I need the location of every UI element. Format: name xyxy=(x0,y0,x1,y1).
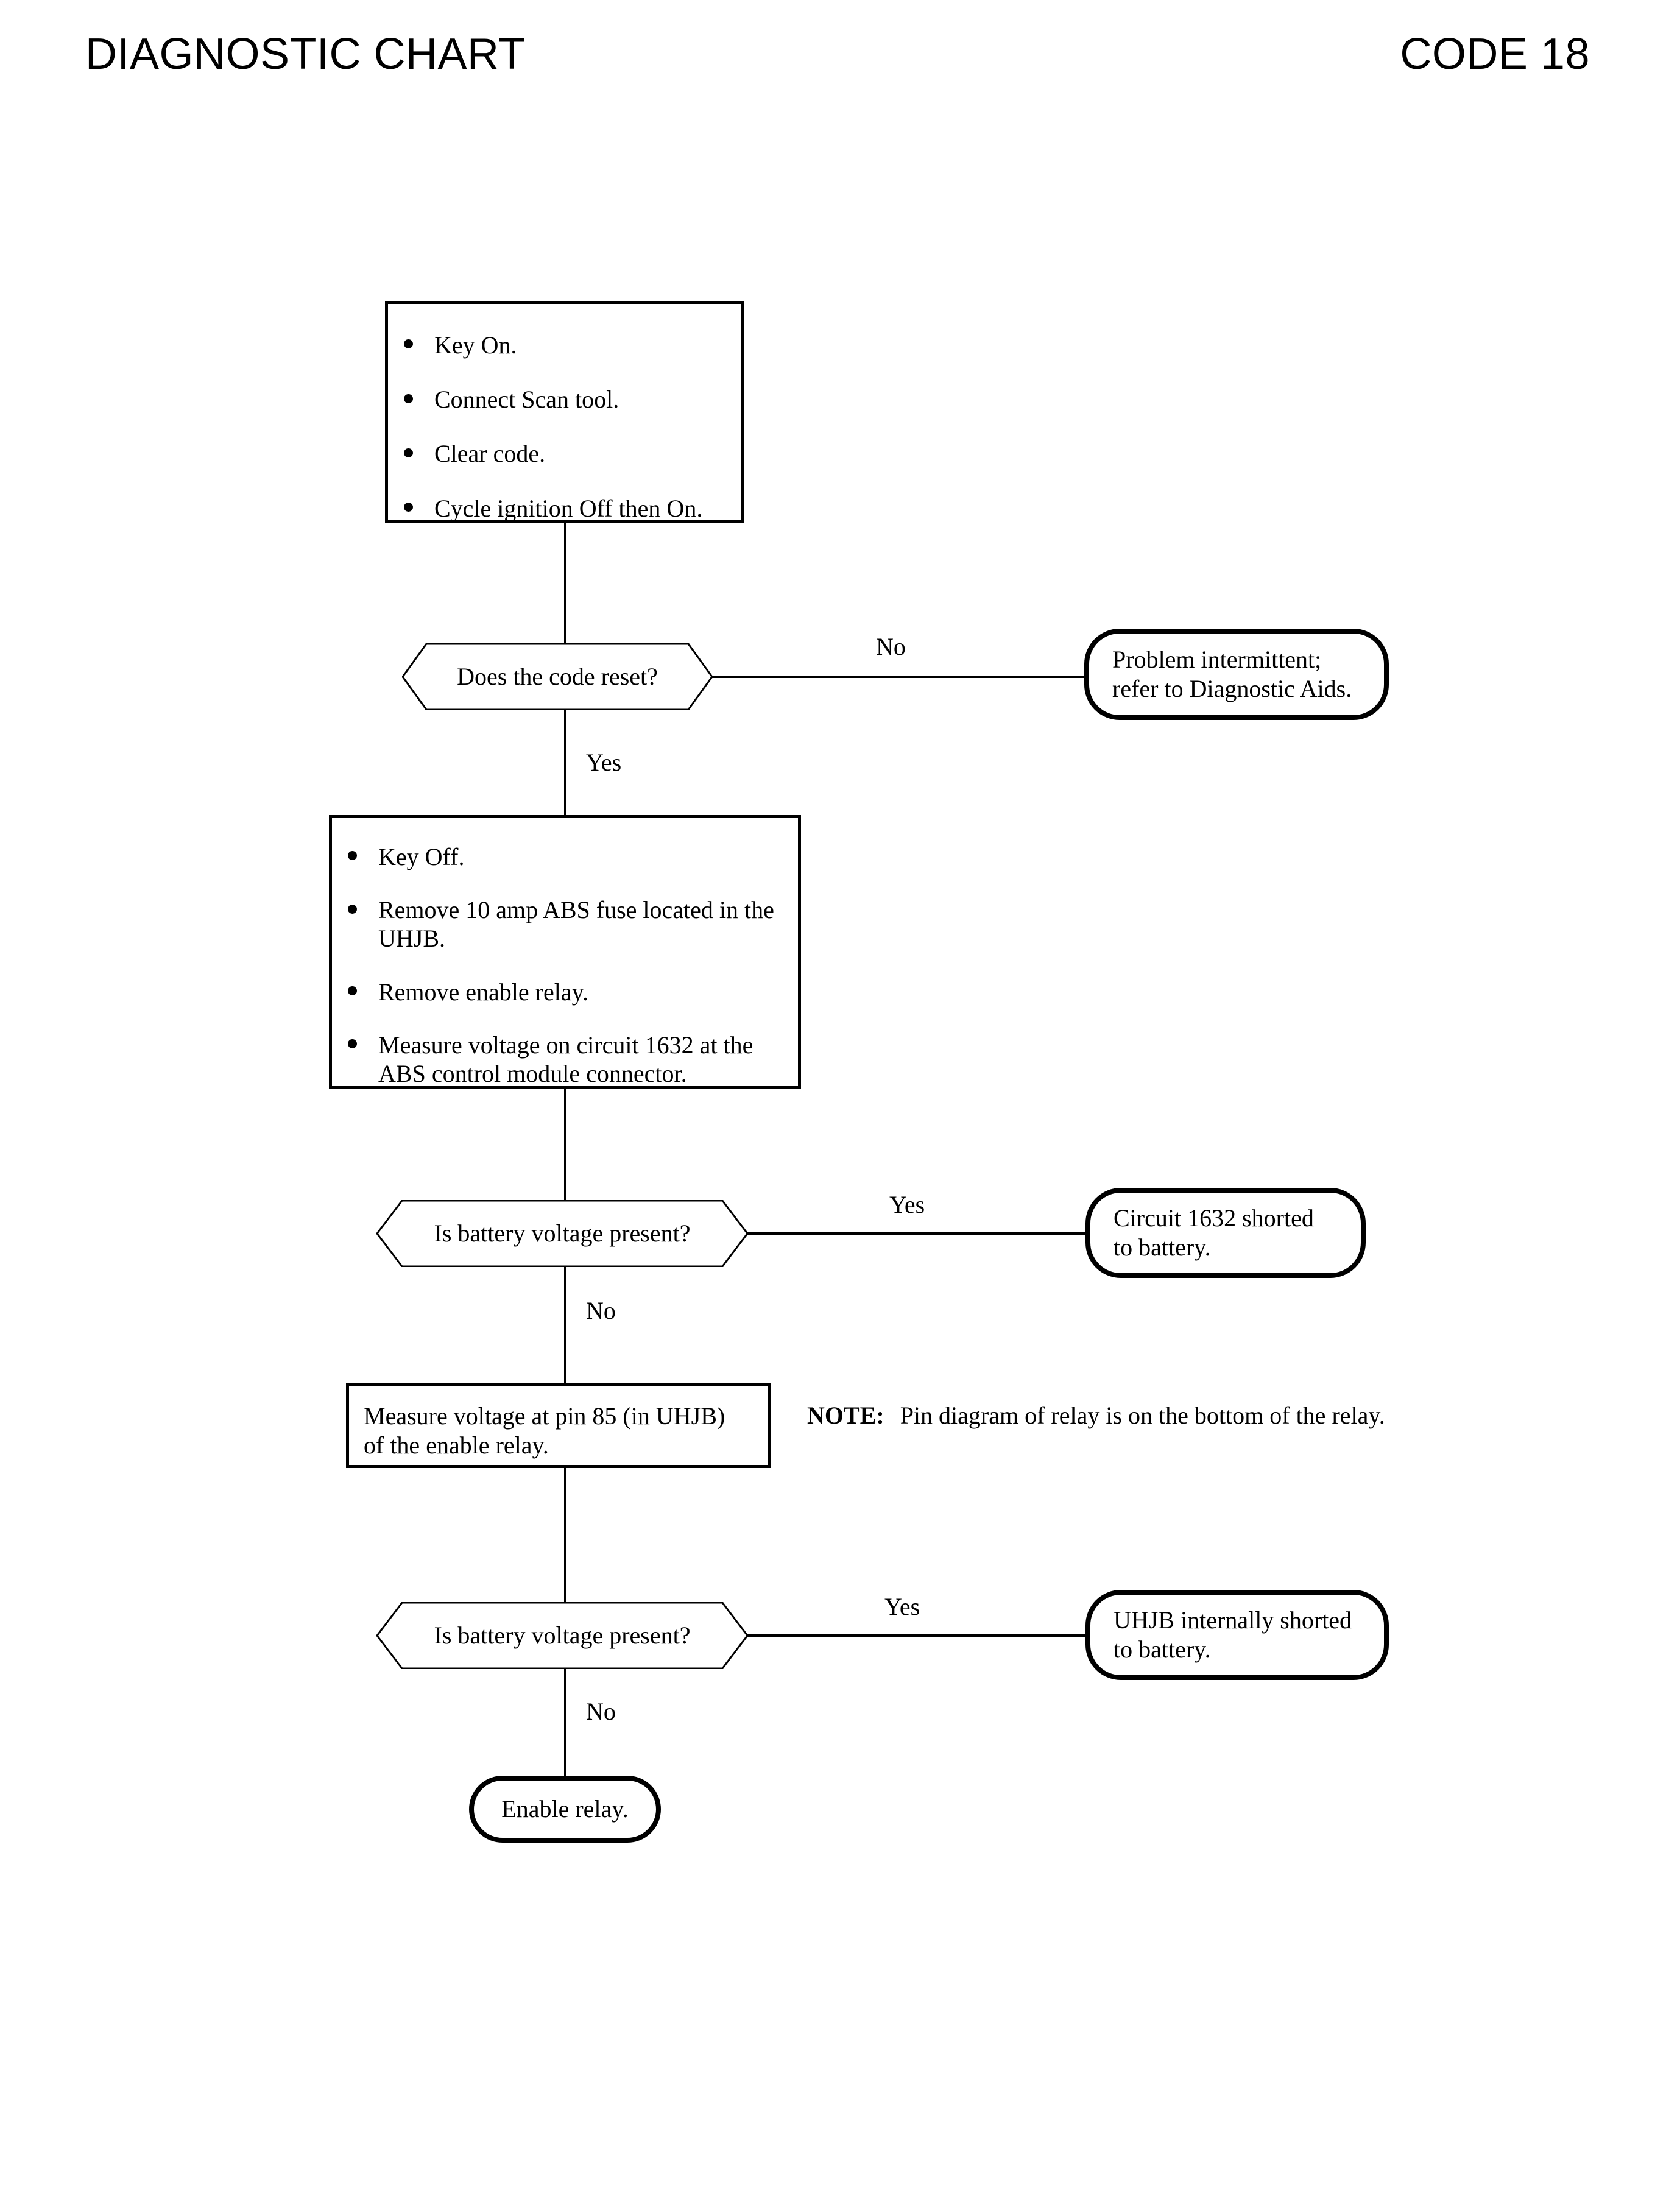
step1-item-0: Key On. xyxy=(434,331,517,359)
note-text: NOTE: Pin diagram of relay is on the bot… xyxy=(807,1401,1385,1430)
process-box-step3: Measure voltage at pin 85 (in UHJB) of t… xyxy=(346,1383,771,1468)
step2-item-3: Measure voltage on circuit 1632 at the A… xyxy=(378,1031,754,1087)
connector-decision1-no xyxy=(711,676,1087,678)
terminal-circuit-1632-shorted: Circuit 1632 shorted to battery. xyxy=(1085,1188,1366,1278)
list-item: Remove enable relay. xyxy=(332,978,781,1006)
bullet-icon xyxy=(404,448,413,457)
step1-item-3: Cycle ignition Off then On. xyxy=(434,494,703,522)
terminal-enable-relay: Enable relay. xyxy=(469,1776,661,1843)
hexagon-shape xyxy=(376,1602,748,1669)
note-label: NOTE: xyxy=(807,1402,884,1429)
list-item: Connect Scan tool. xyxy=(388,385,723,414)
step2-list: Key Off. Remove 10 amp ABS fuse located … xyxy=(332,842,781,1088)
hexagon-shape xyxy=(402,643,713,710)
step1-list: Key On. Connect Scan tool. Clear code. C… xyxy=(388,331,723,523)
connector-decision1-yes xyxy=(564,709,566,816)
step1-item-2: Clear code. xyxy=(434,440,546,468)
branch-label-yes-3: Yes xyxy=(884,1593,920,1620)
connector-decision2-yes xyxy=(747,1232,1088,1235)
branch-label-no-2: No xyxy=(586,1297,616,1324)
list-item: Remove 10 amp ABS fuse located in the UH… xyxy=(332,895,781,953)
bullet-icon xyxy=(348,1039,357,1049)
decision1-text: Does the code reset? xyxy=(457,663,658,690)
bullet-icon xyxy=(404,394,413,403)
connector-decision3-no xyxy=(564,1668,566,1779)
note-body: Pin diagram of relay is on the bottom of… xyxy=(900,1402,1385,1429)
terminal3-text: UHJB internally shorted to battery. xyxy=(1090,1606,1365,1664)
terminal1-text: Problem intermittent; refer to Diagnosti… xyxy=(1089,645,1365,704)
terminal2-line1: Circuit 1632 shorted xyxy=(1114,1204,1314,1232)
step3-line1: Measure voltage at pin 85 (in UHJB) xyxy=(364,1402,725,1430)
bullet-icon xyxy=(404,339,413,349)
page-title: DIAGNOSTIC CHART xyxy=(85,30,526,79)
terminal3-line1: UHJB internally shorted xyxy=(1114,1606,1352,1634)
list-item: Cycle ignition Off then On. xyxy=(388,494,723,523)
decision-battery-voltage-2: Is battery voltage present? xyxy=(376,1602,748,1669)
terminal3-line2: to battery. xyxy=(1114,1636,1211,1663)
code-label: CODE 18 xyxy=(1400,30,1590,79)
connector-step1-to-decision1 xyxy=(564,523,566,644)
bullet-icon xyxy=(348,986,357,995)
terminal2-text: Circuit 1632 shorted to battery. xyxy=(1090,1204,1327,1262)
step2-item-1: Remove 10 amp ABS fuse located in the UH… xyxy=(378,896,774,953)
bullet-icon xyxy=(348,904,357,914)
connector-decision3-yes xyxy=(747,1634,1088,1637)
decision3-text: Is battery voltage present? xyxy=(434,1622,691,1649)
hexagon-shape xyxy=(376,1200,748,1267)
connector-step3-to-decision3 xyxy=(564,1468,566,1604)
terminal2-line2: to battery. xyxy=(1114,1234,1211,1261)
list-item: Measure voltage on circuit 1632 at the A… xyxy=(332,1031,781,1088)
step2-item-0: Key Off. xyxy=(378,843,465,870)
branch-label-yes-2: Yes xyxy=(889,1191,925,1218)
process-box-step1: Key On. Connect Scan tool. Clear code. C… xyxy=(385,301,744,523)
list-item: Clear code. xyxy=(388,439,723,468)
step3-line2: of the enable relay. xyxy=(364,1432,549,1459)
decision2-text: Is battery voltage present? xyxy=(434,1220,691,1247)
decision-does-code-reset: Does the code reset? xyxy=(402,643,713,710)
terminal-uhjb-internally-shorted: UHJB internally shorted to battery. xyxy=(1085,1590,1389,1680)
branch-label-no-3: No xyxy=(586,1698,616,1725)
list-item: Key Off. xyxy=(332,842,781,871)
bullet-icon xyxy=(404,502,413,512)
bullet-icon xyxy=(348,851,357,861)
connector-step2-to-decision2 xyxy=(564,1089,566,1202)
step2-item-2: Remove enable relay. xyxy=(378,978,589,1006)
terminal1-line2: refer to Diagnostic Aids. xyxy=(1112,675,1352,702)
terminal-problem-intermittent: Problem intermittent; refer to Diagnosti… xyxy=(1084,629,1389,720)
process-box-step2: Key Off. Remove 10 amp ABS fuse located … xyxy=(329,815,801,1089)
branch-label-no-1: No xyxy=(876,633,906,660)
terminal1-line1: Problem intermittent; xyxy=(1112,646,1322,673)
list-item: Key On. xyxy=(388,331,723,359)
terminal4-text: Enable relay. xyxy=(501,1795,629,1823)
decision-battery-voltage-1: Is battery voltage present? xyxy=(376,1200,748,1267)
connector-decision2-no xyxy=(564,1266,566,1384)
step1-item-1: Connect Scan tool. xyxy=(434,386,619,414)
branch-label-yes-1: Yes xyxy=(586,749,622,776)
